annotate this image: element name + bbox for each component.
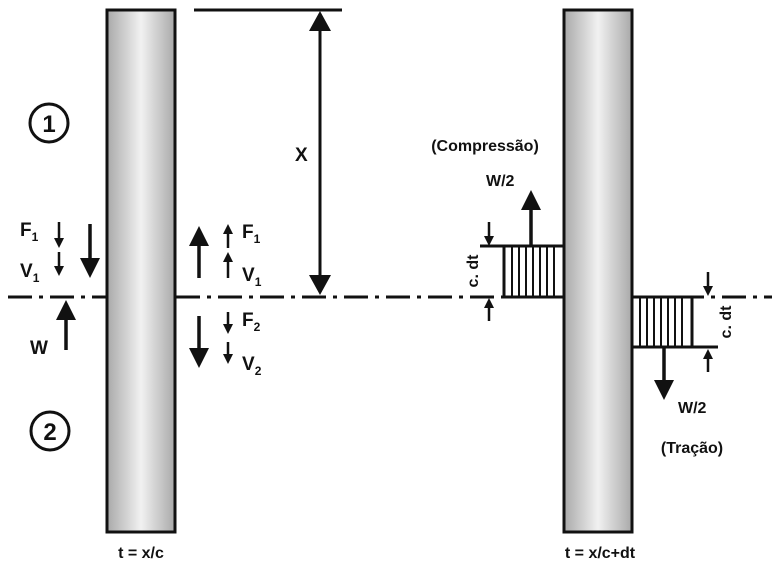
region-2-label: 2	[43, 419, 56, 446]
time-caption-right: t = x/c+dt	[565, 545, 636, 562]
traction-block	[630, 295, 718, 349]
force-right-down-arrow	[223, 312, 233, 334]
stress-right-down-arrow	[189, 316, 209, 368]
force-right-up-arrow	[223, 224, 233, 248]
traction-width-label: c. dt	[718, 305, 735, 339]
bar-right	[562, 8, 634, 534]
velocity-right-down-arrow	[223, 342, 233, 364]
force-right-up-label: F1	[242, 222, 261, 246]
velocity-left-label: V1	[20, 261, 40, 285]
region-1-marker: 1	[28, 102, 70, 144]
velocity-right-up-label: V1	[242, 265, 262, 289]
time-caption-left: t = x/c	[118, 545, 164, 562]
force-left-arrow	[54, 222, 64, 248]
stress-right-up-arrow	[189, 226, 209, 278]
velocity-right-down-label: V2	[242, 354, 262, 378]
distance-label: X	[295, 145, 308, 166]
region-1-label: 1	[42, 111, 55, 138]
region-2-marker: 2	[29, 410, 71, 452]
compression-wave-arrow	[521, 190, 541, 246]
bar-left	[105, 8, 177, 534]
compression-label: (Compressão)	[431, 138, 539, 155]
traction-label: (Tração)	[661, 440, 723, 457]
compression-width-label: c. dt	[465, 254, 482, 288]
stress-left-arrow	[80, 224, 100, 278]
wave-arrow	[56, 300, 76, 350]
traction-wave-arrow	[654, 347, 674, 400]
traction-wave-label: W/2	[678, 400, 707, 417]
wave-label: W	[30, 338, 48, 359]
force-left-label: F1	[20, 220, 39, 244]
compression-block	[480, 244, 566, 299]
distance-dimension	[194, 8, 342, 295]
force-right-down-label: F2	[242, 310, 261, 334]
compression-wave-label: W/2	[486, 173, 515, 190]
velocity-left-arrow	[54, 252, 64, 276]
compression-width-dimension	[484, 222, 494, 321]
traction-width-dimension	[703, 272, 713, 372]
velocity-right-up-arrow	[223, 252, 233, 278]
